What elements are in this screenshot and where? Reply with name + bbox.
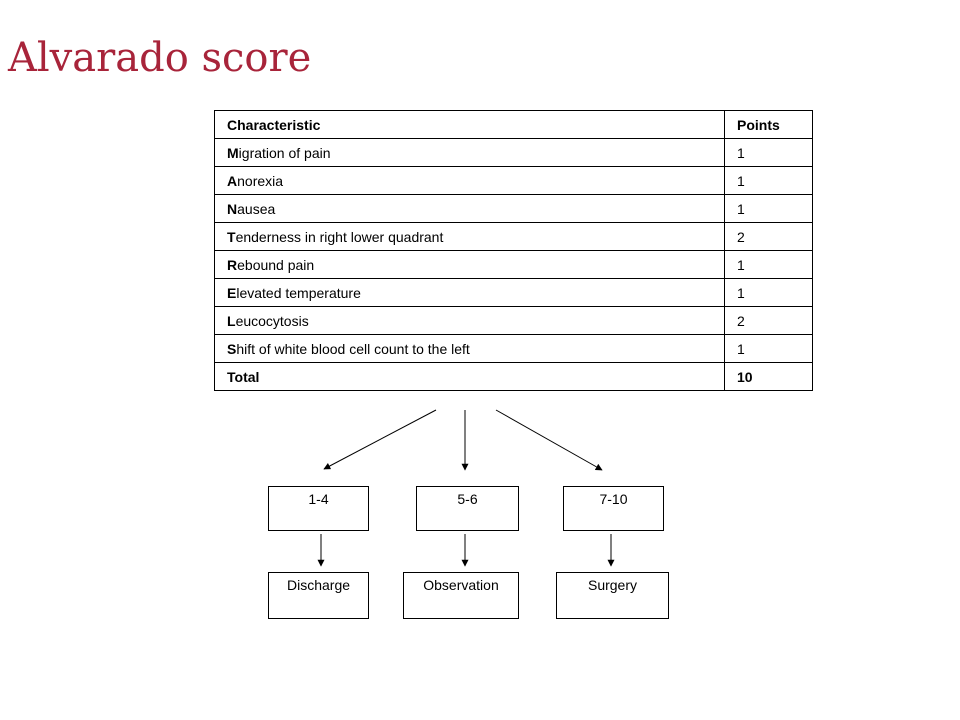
outcome-observation: Observation — [403, 572, 519, 619]
total-label: Total — [214, 362, 725, 391]
mnemonic-letter: N — [227, 200, 238, 217]
characteristic-text: hift of white blood cell count to the le… — [236, 340, 470, 357]
table-row: Elevated temperature 1 — [214, 278, 813, 307]
points-cell: 1 — [724, 138, 813, 167]
characteristic-cell: Tenderness in right lower quadrant — [214, 222, 725, 251]
header-points: Points — [724, 110, 813, 139]
characteristic-cell: Shift of white blood cell count to the l… — [214, 334, 725, 363]
characteristic-cell: Elevated temperature — [214, 278, 725, 307]
table-header-row: Characteristic Points — [214, 110, 813, 139]
range-box-mid: 5-6 — [416, 486, 519, 531]
total-points: 10 — [724, 362, 813, 391]
table-row: Anorexia 1 — [214, 166, 813, 195]
range-box-high: 7-10 — [563, 486, 664, 531]
mnemonic-letter: E — [227, 284, 237, 301]
table-row: Leucocytosis 2 — [214, 306, 813, 335]
points-cell: 1 — [724, 166, 813, 195]
mnemonic-letter: S — [227, 340, 237, 357]
characteristic-text: norexia — [237, 172, 284, 189]
range-box-low: 1-4 — [268, 486, 369, 531]
mnemonic-letter: R — [227, 256, 238, 273]
mnemonic-letter: T — [227, 228, 236, 245]
arrow-to-range-1-4 — [323, 409, 437, 470]
characteristic-text: eucocytosis — [235, 312, 309, 329]
page-title: Alvarado score — [8, 35, 312, 81]
outcome-surgery: Surgery — [556, 572, 669, 619]
mnemonic-letter: M — [227, 144, 239, 161]
table-row: Tenderness in right lower quadrant 2 — [214, 222, 813, 251]
characteristic-text: levated temperature — [236, 284, 361, 301]
characteristic-text: enderness in right lower quadrant — [235, 228, 444, 245]
characteristic-cell: Anorexia — [214, 166, 725, 195]
alvarado-table: Characteristic Points Migration of pain … — [214, 110, 813, 391]
table-total-row: Total 10 — [214, 362, 813, 391]
header-characteristic: Characteristic — [214, 110, 725, 139]
outcome-discharge: Discharge — [268, 572, 369, 619]
arrow-to-range-7-10 — [495, 409, 603, 471]
points-cell: 1 — [724, 194, 813, 223]
characteristic-text: igration of pain — [238, 144, 331, 161]
table-row: Shift of white blood cell count to the l… — [214, 334, 813, 363]
points-cell: 2 — [724, 222, 813, 251]
characteristic-text: ebound pain — [237, 256, 315, 273]
table-row: Migration of pain 1 — [214, 138, 813, 167]
mnemonic-letter: L — [227, 312, 236, 329]
mnemonic-letter: A — [227, 172, 238, 189]
characteristic-cell: Migration of pain — [214, 138, 725, 167]
characteristic-text: ausea — [237, 200, 276, 217]
